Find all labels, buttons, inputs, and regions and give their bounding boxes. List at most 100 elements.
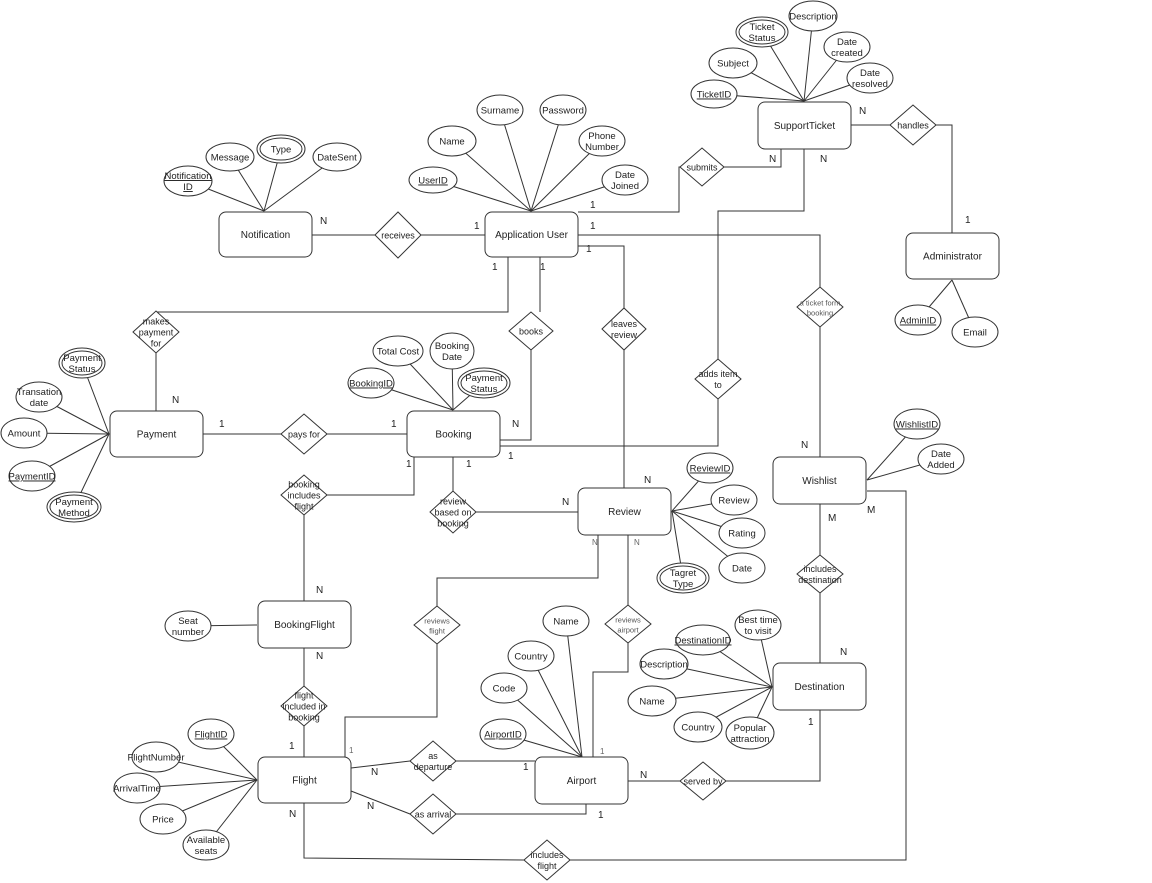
attribute-wishlist-wishlistid[interactable]: WishlistID [893,408,941,440]
relationship-as-arrival[interactable]: as arrival [409,793,457,835]
entity-notification[interactable]: Notification [218,211,313,258]
relationship-receives[interactable]: receives [374,211,422,259]
attribute-support-ticket-subject[interactable]: Subject [708,47,758,79]
relationship-books[interactable]: books [508,311,554,351]
attribute-app-user-userid[interactable]: UserID [408,166,458,194]
attribute-administrator-email[interactable]: Email [951,316,999,348]
relationship-pays-for[interactable]: pays for [280,413,328,455]
cardinality-label: 1 [523,762,529,773]
key-attribute-label: ID [183,182,193,193]
attribute-shape [627,685,677,717]
attribute-destination-destinationid[interactable]: DestinationID [674,624,732,656]
entity-label: Airport [567,776,597,787]
attribute-airport-airportid[interactable]: AirportID [479,718,527,750]
attribute-administrator-adminid[interactable]: AdminID [894,304,942,336]
entity-wishlist[interactable]: Wishlist [772,456,867,505]
entity-flight[interactable]: Flight [257,756,352,804]
attribute-label: Added [927,460,954,471]
relationship-label: served by [683,777,723,787]
attribute-airport-country[interactable]: Country [507,640,555,672]
entity-booking-flight[interactable]: BookingFlight [257,600,352,649]
relationship-diamond [280,413,328,455]
attribute-flight-flightid[interactable]: FlightID [187,718,235,750]
entity-box [257,600,352,649]
attribute-shape [601,164,649,196]
attribute-payment-amount[interactable]: Amount [0,417,48,449]
entity-airport[interactable]: Airport [534,756,629,805]
entity-support-ticket[interactable]: SupportTicket [757,101,852,150]
attribute-review-reviewid[interactable]: ReviewID [686,452,734,484]
relationship-submits[interactable]: submits [679,147,725,187]
entity-administrator[interactable]: Administrator [905,232,1000,280]
attribute-label: Status [69,364,96,375]
entity-booking[interactable]: Booking [406,410,501,458]
attribute-destination-description[interactable]: Description [639,648,689,680]
attribute-label: to visit [745,626,772,637]
relationship-label: for [151,339,162,349]
attribute-notification-type[interactable]: Type [256,134,306,164]
entity-payment[interactable]: Payment [109,410,204,458]
attribute-notification-datesent[interactable]: DateSent [312,142,362,172]
attribute-app-user-surname[interactable]: Surname [476,94,524,126]
attribute-flight-price[interactable]: Price [139,803,187,835]
attribute-shape [893,408,941,440]
attribute-label: Description [640,660,688,671]
relationship-served-by[interactable]: served by [679,761,727,801]
attribute-booking-bookingid[interactable]: BookingID [347,367,395,399]
attribute-support-ticket-ticketid[interactable]: TicketID [690,79,738,109]
cardinality-label: N [562,497,569,508]
attribute-destination-country[interactable]: Country [673,711,723,743]
entity-destination[interactable]: Destination [772,662,867,711]
attribute-payment-paymentid[interactable]: PaymentID [8,460,56,492]
attribute-flight-flightnumber[interactable]: FlightNumber [127,741,185,773]
attribute-app-user-password[interactable]: Password [539,94,587,126]
attribute-review-date[interactable]: Date [718,552,766,584]
relationship-handles[interactable]: handles [889,104,937,146]
attribute-booking-total-cost[interactable]: Total Cost [372,335,424,367]
entity-app-user[interactable]: Application User [484,211,579,258]
attribute-label: Booking [435,341,469,352]
attribute-airport-name[interactable]: Name [542,605,590,637]
attribute-review-rating[interactable]: Rating [718,517,766,549]
attribute-airport-code[interactable]: Code [480,672,528,704]
attribute-flight-arrivaltime[interactable]: ArrivalTime [113,772,161,804]
attribute-app-user-name[interactable]: Name [427,125,477,157]
entities-layer: Notification Application User SupportTicke… [109,101,1000,805]
entity-review[interactable]: Review [577,487,672,536]
relationship-label: review [440,497,467,507]
attribute-review-review[interactable]: Review [710,484,758,516]
attribute-destination-name[interactable]: Name [627,685,677,717]
attribute-notification-message[interactable]: Message [205,142,255,172]
attribute-support-ticket-description[interactable]: Description [788,0,838,32]
